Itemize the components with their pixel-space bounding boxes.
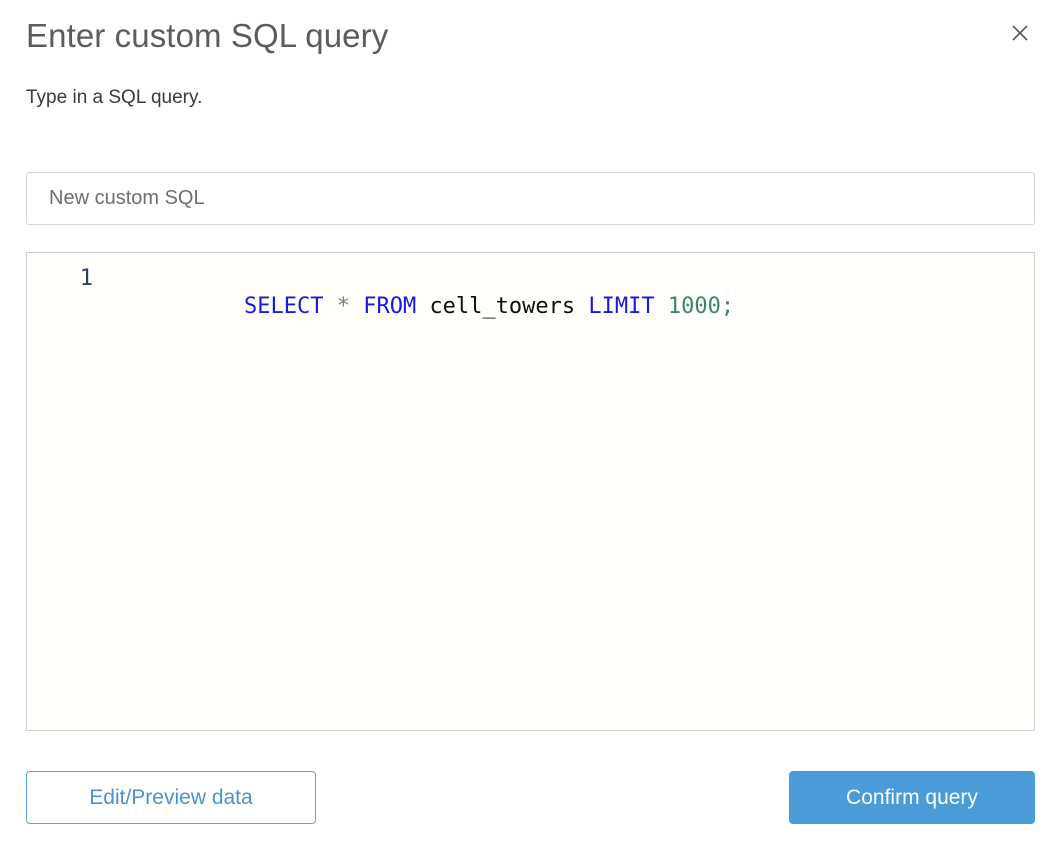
sql-table-name: cell_towers — [429, 294, 576, 319]
code-space — [323, 294, 336, 319]
code-space — [350, 294, 363, 319]
dialog-subtitle: Type in a SQL query. — [26, 87, 203, 108]
dialog-header: Enter custom SQL query — [26, 14, 1035, 60]
sql-code-editor[interactable]: 1 SELECT * FROM cell_towers LIMIT 1000; — [26, 252, 1035, 731]
sql-limit-value: 1000 — [667, 294, 721, 319]
code-space — [416, 294, 429, 319]
line-number: 1 — [79, 266, 93, 291]
code-space — [575, 294, 588, 319]
edit-preview-data-button[interactable]: Edit/Preview data — [26, 771, 316, 824]
sql-semicolon: ; — [720, 294, 735, 319]
confirm-query-button[interactable]: Confirm query — [789, 771, 1035, 824]
sql-keyword-limit: LIMIT — [588, 294, 655, 319]
page-title: Enter custom SQL query — [26, 17, 389, 54]
code-space — [655, 294, 668, 319]
sql-keyword-from: FROM — [363, 294, 417, 319]
close-icon — [1010, 23, 1030, 43]
close-button[interactable] — [1005, 18, 1035, 48]
code-text: SELECT * FROM cell_towers LIMIT 1000; — [93, 265, 734, 349]
sql-keyword-select: SELECT — [243, 294, 324, 319]
sql-operator-star: * — [336, 294, 350, 319]
code-line: 1 SELECT * FROM cell_towers LIMIT 1000; — [27, 253, 1034, 319]
query-name-input[interactable] — [26, 172, 1035, 225]
